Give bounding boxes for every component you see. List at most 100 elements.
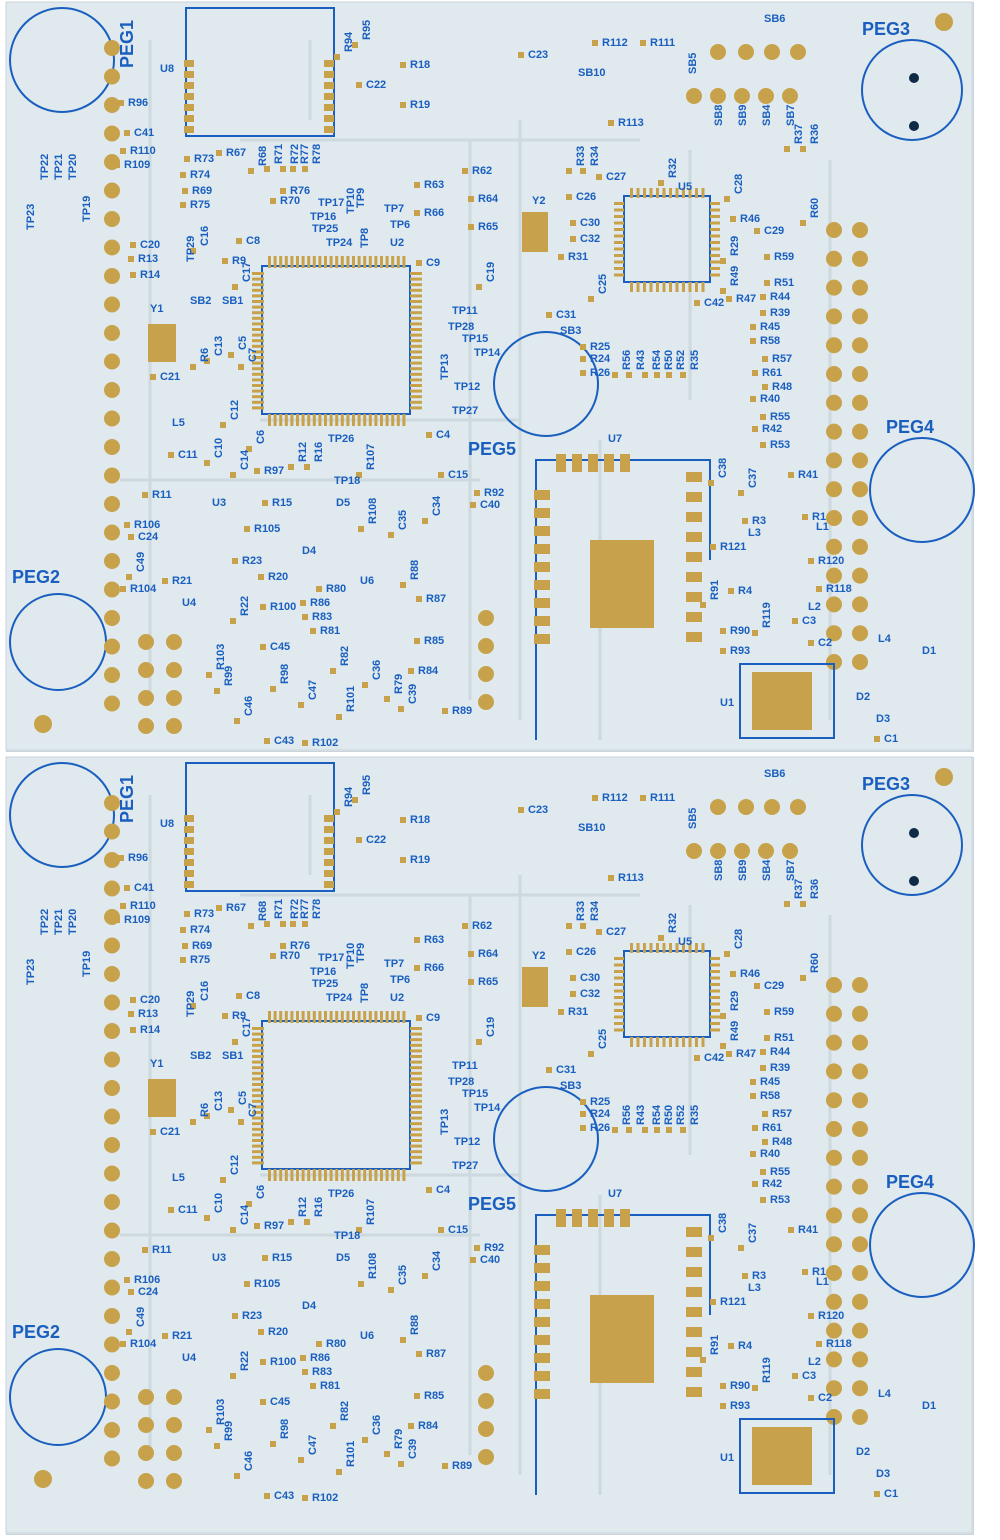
passive-pad — [204, 1113, 210, 1119]
passive-pad — [230, 472, 236, 478]
ic-designator-bottom: U6 — [360, 1330, 375, 1342]
module-pad — [686, 1227, 702, 1237]
solder-bridge-label-bottom: SB2 — [190, 1050, 212, 1062]
capacitor-designator-top: C42 — [704, 297, 725, 309]
capacitor-designator-top: C20 — [140, 239, 161, 251]
ic-pad — [184, 104, 194, 111]
capacitor-designator-top: C39 — [407, 683, 419, 704]
passive-pad — [290, 921, 296, 927]
passive-pad — [788, 472, 794, 478]
passive-pad — [168, 1207, 174, 1213]
header-pin — [826, 1293, 842, 1310]
header-pin — [826, 1265, 842, 1281]
passive-pad — [248, 923, 254, 929]
resistor-designator-bottom: R53 — [770, 1194, 791, 1206]
header-pin — [852, 1293, 868, 1310]
passive-pad — [742, 518, 748, 524]
header-pin — [166, 662, 182, 678]
header-pin — [104, 1023, 120, 1039]
qfp-pin — [410, 389, 422, 393]
resistor-designator-bottom: R33 — [575, 900, 587, 921]
passive-pad — [142, 1247, 148, 1253]
capacitor-designator-bottom: C30 — [580, 972, 601, 984]
header-pin — [826, 625, 842, 642]
header-pin — [826, 366, 842, 382]
header-pin — [104, 1279, 120, 1296]
solder-bridge-label-bottom: SB6 — [764, 768, 786, 780]
capacitor-designator-top: C45 — [270, 641, 291, 653]
resistor-designator-bottom: R37 — [793, 878, 805, 899]
resistor-designator-bottom: R120 — [818, 1310, 845, 1322]
qfp-pin — [614, 1009, 624, 1012]
resistor-designator-bottom: R70 — [280, 950, 301, 962]
component-designator-top: D1 — [922, 645, 937, 657]
passive-pad — [234, 718, 240, 724]
passive-pad — [720, 1013, 726, 1019]
qfp-pin — [252, 350, 264, 354]
capacitor-designator-top: C8 — [246, 235, 261, 247]
capacitor-designator-top: C38 — [717, 457, 729, 478]
resistor-designator-top: R106 — [134, 519, 161, 531]
resistor-designator-bottom: R95 — [361, 774, 373, 795]
qfp-pin — [252, 389, 264, 393]
passive-pad — [150, 374, 156, 380]
header-pin — [710, 843, 726, 859]
passive-pad — [640, 40, 646, 46]
header-pin — [138, 1389, 154, 1405]
resistor-designator-top: R46 — [740, 213, 761, 225]
capacitor-designator-top: C23 — [528, 49, 549, 61]
header-pin — [764, 44, 780, 60]
resistor-designator-top: R13 — [138, 253, 159, 265]
passive-pad — [130, 1027, 136, 1033]
test-point-label-bottom: TP27 — [452, 1160, 479, 1172]
capacitor-designator-bottom: C12 — [229, 1154, 241, 1175]
qfp-pin — [391, 414, 395, 426]
passive-pad — [128, 1289, 134, 1295]
qfp-pin — [252, 1038, 264, 1042]
passive-pad — [238, 1119, 244, 1125]
qfp-pin — [346, 256, 350, 268]
resistor-designator-top: R54 — [651, 349, 663, 370]
passive-pad — [302, 1369, 308, 1375]
capacitor-designator-bottom: C32 — [580, 988, 601, 1000]
peg-mounting-outline — [9, 7, 115, 113]
passive-pad — [728, 588, 734, 594]
passive-pad — [244, 1281, 250, 1287]
passive-pad — [580, 1111, 586, 1117]
header-pin — [104, 553, 120, 569]
capacitor-designator-bottom: C20 — [140, 994, 161, 1006]
passive-pad — [244, 526, 250, 532]
passive-pad — [230, 1227, 236, 1233]
passive-pad — [720, 628, 726, 634]
ic-designator-top: U4 — [182, 597, 197, 609]
module-pad — [534, 1245, 550, 1255]
qfp-pin — [252, 1094, 264, 1098]
resistor-designator-top: R16 — [313, 441, 325, 462]
passive-pad — [270, 686, 276, 692]
module-pad — [686, 552, 702, 562]
header-pin — [734, 843, 750, 859]
passive-pad — [400, 582, 406, 588]
resistor-designator-top: R19 — [410, 99, 431, 111]
capacitor-designator-bottom: C28 — [733, 928, 745, 949]
resistor-designator-top: R100 — [270, 601, 297, 613]
ic-designator-bottom: U4 — [182, 1352, 197, 1364]
resistor-designator-top: R15 — [272, 497, 293, 509]
resistor-designator-top: R77 — [299, 143, 311, 164]
qfp-pin — [363, 256, 367, 268]
qfp-pin — [710, 267, 720, 270]
passive-pad — [728, 1343, 734, 1349]
qfp-pin — [352, 414, 355, 426]
test-point-label-bottom: TP15 — [462, 1088, 489, 1100]
qfp-pin — [252, 1116, 264, 1120]
resistor-designator-top: R18 — [410, 59, 431, 71]
resistor-designator-bottom: R87 — [426, 1348, 447, 1360]
capacitor-designator-top: C9 — [426, 257, 441, 269]
resistor-designator-top: R35 — [689, 349, 701, 370]
resistor-designator-top: R102 — [312, 737, 339, 749]
qfp-pin — [402, 1169, 406, 1181]
qfp-pin — [252, 378, 264, 382]
passive-pad — [384, 696, 390, 702]
qfp-pin — [252, 384, 264, 387]
test-point-label-bottom: TP18 — [334, 1230, 361, 1242]
